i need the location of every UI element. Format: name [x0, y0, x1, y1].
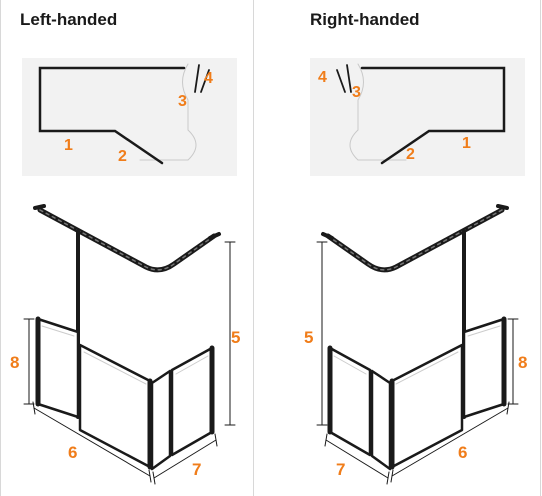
left-dim-label-5: 5 — [231, 328, 240, 347]
left-plan-label-2: 2 — [118, 148, 127, 165]
left-dim-label-8: 8 — [10, 353, 19, 372]
right-plan-outline — [360, 66, 506, 165]
left-plan-label-3: 3 — [178, 93, 187, 110]
right-dim-line-7 — [325, 439, 389, 479]
right-rail-end-cap-a — [496, 204, 509, 210]
left-door-panel — [150, 369, 172, 471]
right-plan-label-3: 3 — [352, 84, 361, 101]
left-dim-label-6: 6 — [68, 443, 77, 462]
left-plan-label-4: 4 — [204, 70, 213, 87]
right-panel-3 — [328, 346, 372, 457]
left-handed-panel: Left-handed 1 2 3 4 — [2, 0, 252, 496]
right-plan-label-4: 4 — [318, 69, 327, 86]
right-dim-line-6 — [391, 407, 509, 477]
left-handed-title: Left-handed — [20, 10, 118, 29]
left-edge-line — [0, 0, 1, 496]
left-plan-outline — [38, 66, 186, 165]
right-plan-diagram: 1 2 3 4 — [318, 63, 506, 165]
right-rail-end-cap-b — [321, 232, 334, 240]
right-handed-panel: Right-handed 1 2 3 4 — [290, 0, 540, 496]
left-rail-end-cap-b — [208, 232, 221, 240]
left-dim-line-7 — [153, 439, 217, 479]
left-plan-door-leaf-a — [194, 64, 200, 93]
right-dim-label-7: 7 — [336, 460, 345, 479]
right-panel-1 — [462, 317, 506, 419]
left-plan-background — [22, 58, 237, 176]
left-shower-enclosure-drawing: 5 6 7 8 — [10, 204, 240, 485]
left-plan-label-1: 1 — [64, 137, 73, 154]
right-plan-door-leaf-a — [346, 64, 352, 93]
right-shower-enclosure-drawing: 5 6 7 8 — [304, 204, 527, 485]
right-curtain-rail — [325, 207, 505, 273]
center-divider — [253, 0, 254, 496]
left-panel-2 — [78, 343, 152, 469]
right-plan-label-1: 1 — [462, 135, 471, 152]
left-plan-door-swing — [139, 63, 197, 161]
left-panel-1 — [36, 317, 80, 419]
right-handed-title: Right-handed — [310, 10, 420, 29]
left-curtain-rail — [37, 207, 217, 273]
right-edge-line — [540, 0, 541, 496]
right-plan-door-leaf-b — [336, 69, 346, 93]
left-panel-3 — [170, 346, 214, 457]
right-plan-background — [310, 58, 525, 176]
right-plan-label-2: 2 — [406, 146, 415, 163]
left-dim-label-7: 7 — [192, 460, 201, 479]
right-door-panel — [370, 369, 392, 471]
left-plan-diagram: 1 2 3 4 — [38, 63, 213, 165]
left-dim-line-6 — [33, 407, 151, 477]
right-dim-label-5: 5 — [304, 328, 313, 347]
left-rail-end-cap-a — [33, 204, 46, 210]
right-dim-label-8: 8 — [518, 353, 527, 372]
right-dim-label-6: 6 — [458, 443, 467, 462]
right-panel-2 — [390, 343, 464, 469]
right-plan-door-swing — [349, 63, 407, 161]
left-plan-door-leaf-b — [200, 69, 210, 93]
